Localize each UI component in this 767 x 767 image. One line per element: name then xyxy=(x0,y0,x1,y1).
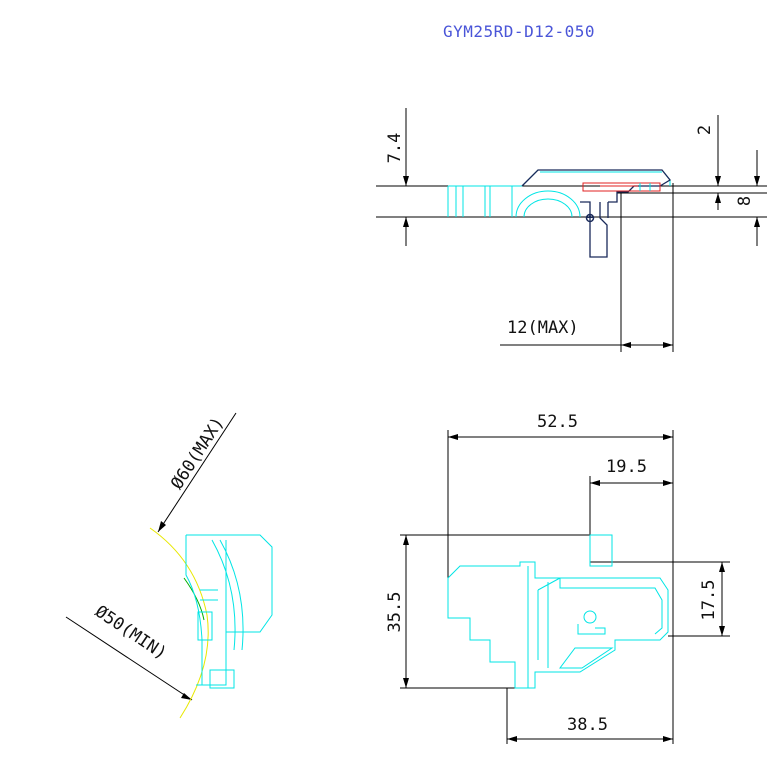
dim-19-5: 19.5 xyxy=(606,457,647,477)
dim-52-5: 52.5 xyxy=(537,412,578,432)
dim-2: 2 xyxy=(695,125,715,135)
dim-phi50-min: Ø50(MIN) xyxy=(91,602,170,664)
part-number: GYM25RD-D12-050 xyxy=(443,22,595,41)
curve-view: Ø60(MAX) Ø50(MIN) xyxy=(65,412,273,719)
dim-17-5: 17.5 xyxy=(699,580,719,621)
dim-phi60-max: Ø60(MAX) xyxy=(167,413,228,493)
dim-8: 8 xyxy=(735,196,755,206)
dim-12-max: 12(MAX) xyxy=(507,318,579,338)
dim-38-5: 38.5 xyxy=(567,715,608,735)
side-view: 7.4 2 8 12(MAX) xyxy=(376,108,767,352)
plan-view: 52.5 19.5 35.5 17.5 38.5 xyxy=(385,412,730,744)
dim-7-4: 7.4 xyxy=(385,133,405,164)
dim-35-5: 35.5 xyxy=(385,592,405,633)
